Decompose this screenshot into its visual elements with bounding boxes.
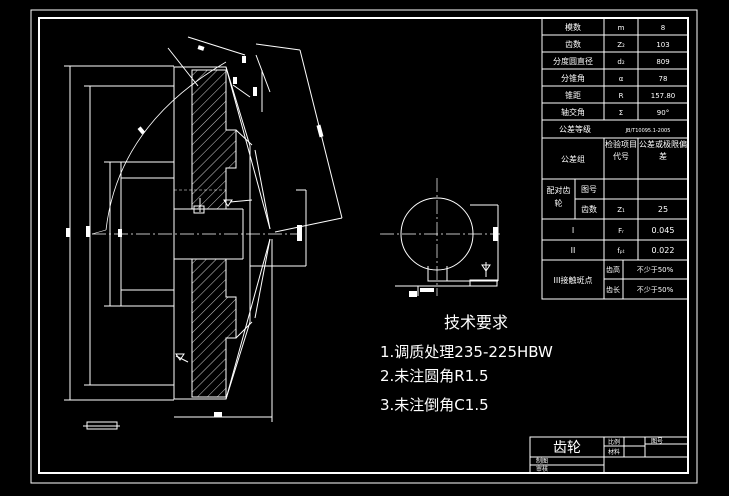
scale-label: 比例 [608,438,620,446]
row-name-cone-angle: 分锥角 [561,73,585,83]
requirement-item-1: 1.调质处理235-225HBW [380,343,553,361]
requirement-item-3: 3.未注倒角C1.5 [380,396,489,414]
row-symbol-pitch-dia: d₂ [617,58,624,66]
tolerance-group: 公差组 [561,154,585,164]
drawing-no-label: 图号 [581,185,597,194]
teeth-symbol: Z₁ [617,206,625,214]
length-label: 齿长 [606,285,620,294]
hub-end-view [380,178,500,296]
row-value-teeth: 103 [656,41,669,49]
accuracy-label: 公差等级 [559,124,591,134]
row-i-value: 0.045 [652,226,675,235]
title-block [529,436,689,474]
row-name-pitch-dia: 分度圆直径 [553,56,593,66]
row-i-symbol: Fᵣ [618,227,624,235]
teeth-label: 齿数 [581,204,597,214]
outer-border [30,9,698,484]
row-value-cone-angle: 78 [659,75,668,83]
designer-label: 制图 [536,457,548,465]
row-iii-label: III接触斑点 [553,275,592,285]
inspect-item: 检验项目代号 [605,140,637,161]
row-name-module: 模数 [565,22,581,32]
gear-table-text: 模数 m 8 齿数 Z₂ 103 分度圆直径 d₂ 809 分锥角 α 78 锥… [546,22,688,294]
row-symbol-cone-dist: R [619,92,624,100]
row-symbol-teeth: Z₂ [617,41,625,49]
gear-parameter-table [541,17,689,300]
requirements-title: 技术要求 [444,313,508,332]
height-value: 不少于50% [637,266,674,274]
drawing-number-label: 图号 [651,438,663,445]
row-ii-value: 0.022 [652,246,675,255]
row-name-cone-dist: 锥距 [565,90,581,100]
row-name-teeth: 齿数 [565,39,581,49]
row-ii-symbol: fₚₜ [617,247,625,255]
row-value-module: 8 [661,24,665,32]
row-value-pitch-dia: 809 [656,58,669,66]
height-label: 齿高 [606,265,620,274]
teeth-value: 25 [658,205,668,214]
accuracy-value: JB/T10095.1-2005 [625,128,671,134]
material-label: 材料 [608,448,620,456]
row-ii-label: II [571,246,576,255]
checker-label: 审核 [536,465,548,473]
row-symbol-module: m [618,24,625,32]
dimension-markers [66,45,324,430]
row-symbol-shaft-angle: Σ [619,109,623,117]
mating-gear: 配对齿轮 [546,186,571,208]
tolerance-value: 公差或极限偏差 [639,140,687,161]
hub-dimension-markers [409,227,498,297]
technical-requirements: 技术要求 1.调质处理235-225HBW 2.未注圆角R1.5 3.未注倒角C… [380,313,553,414]
row-symbol-cone-angle: α [619,75,624,83]
requirement-item-2: 2.未注圆角R1.5 [380,367,489,385]
row-value-cone-dist: 157.80 [651,92,676,100]
row-name-shaft-angle: 轴交角 [561,107,585,117]
title-block-text: 齿轮 比例 材料 图号 制图 审核 [536,438,663,473]
gear-section-view [64,36,343,427]
row-i-label: Ⅰ [572,226,574,235]
part-name: 齿轮 [553,440,581,456]
row-value-shaft-angle: 90° [657,109,669,117]
length-value: 不少于50% [637,286,674,294]
